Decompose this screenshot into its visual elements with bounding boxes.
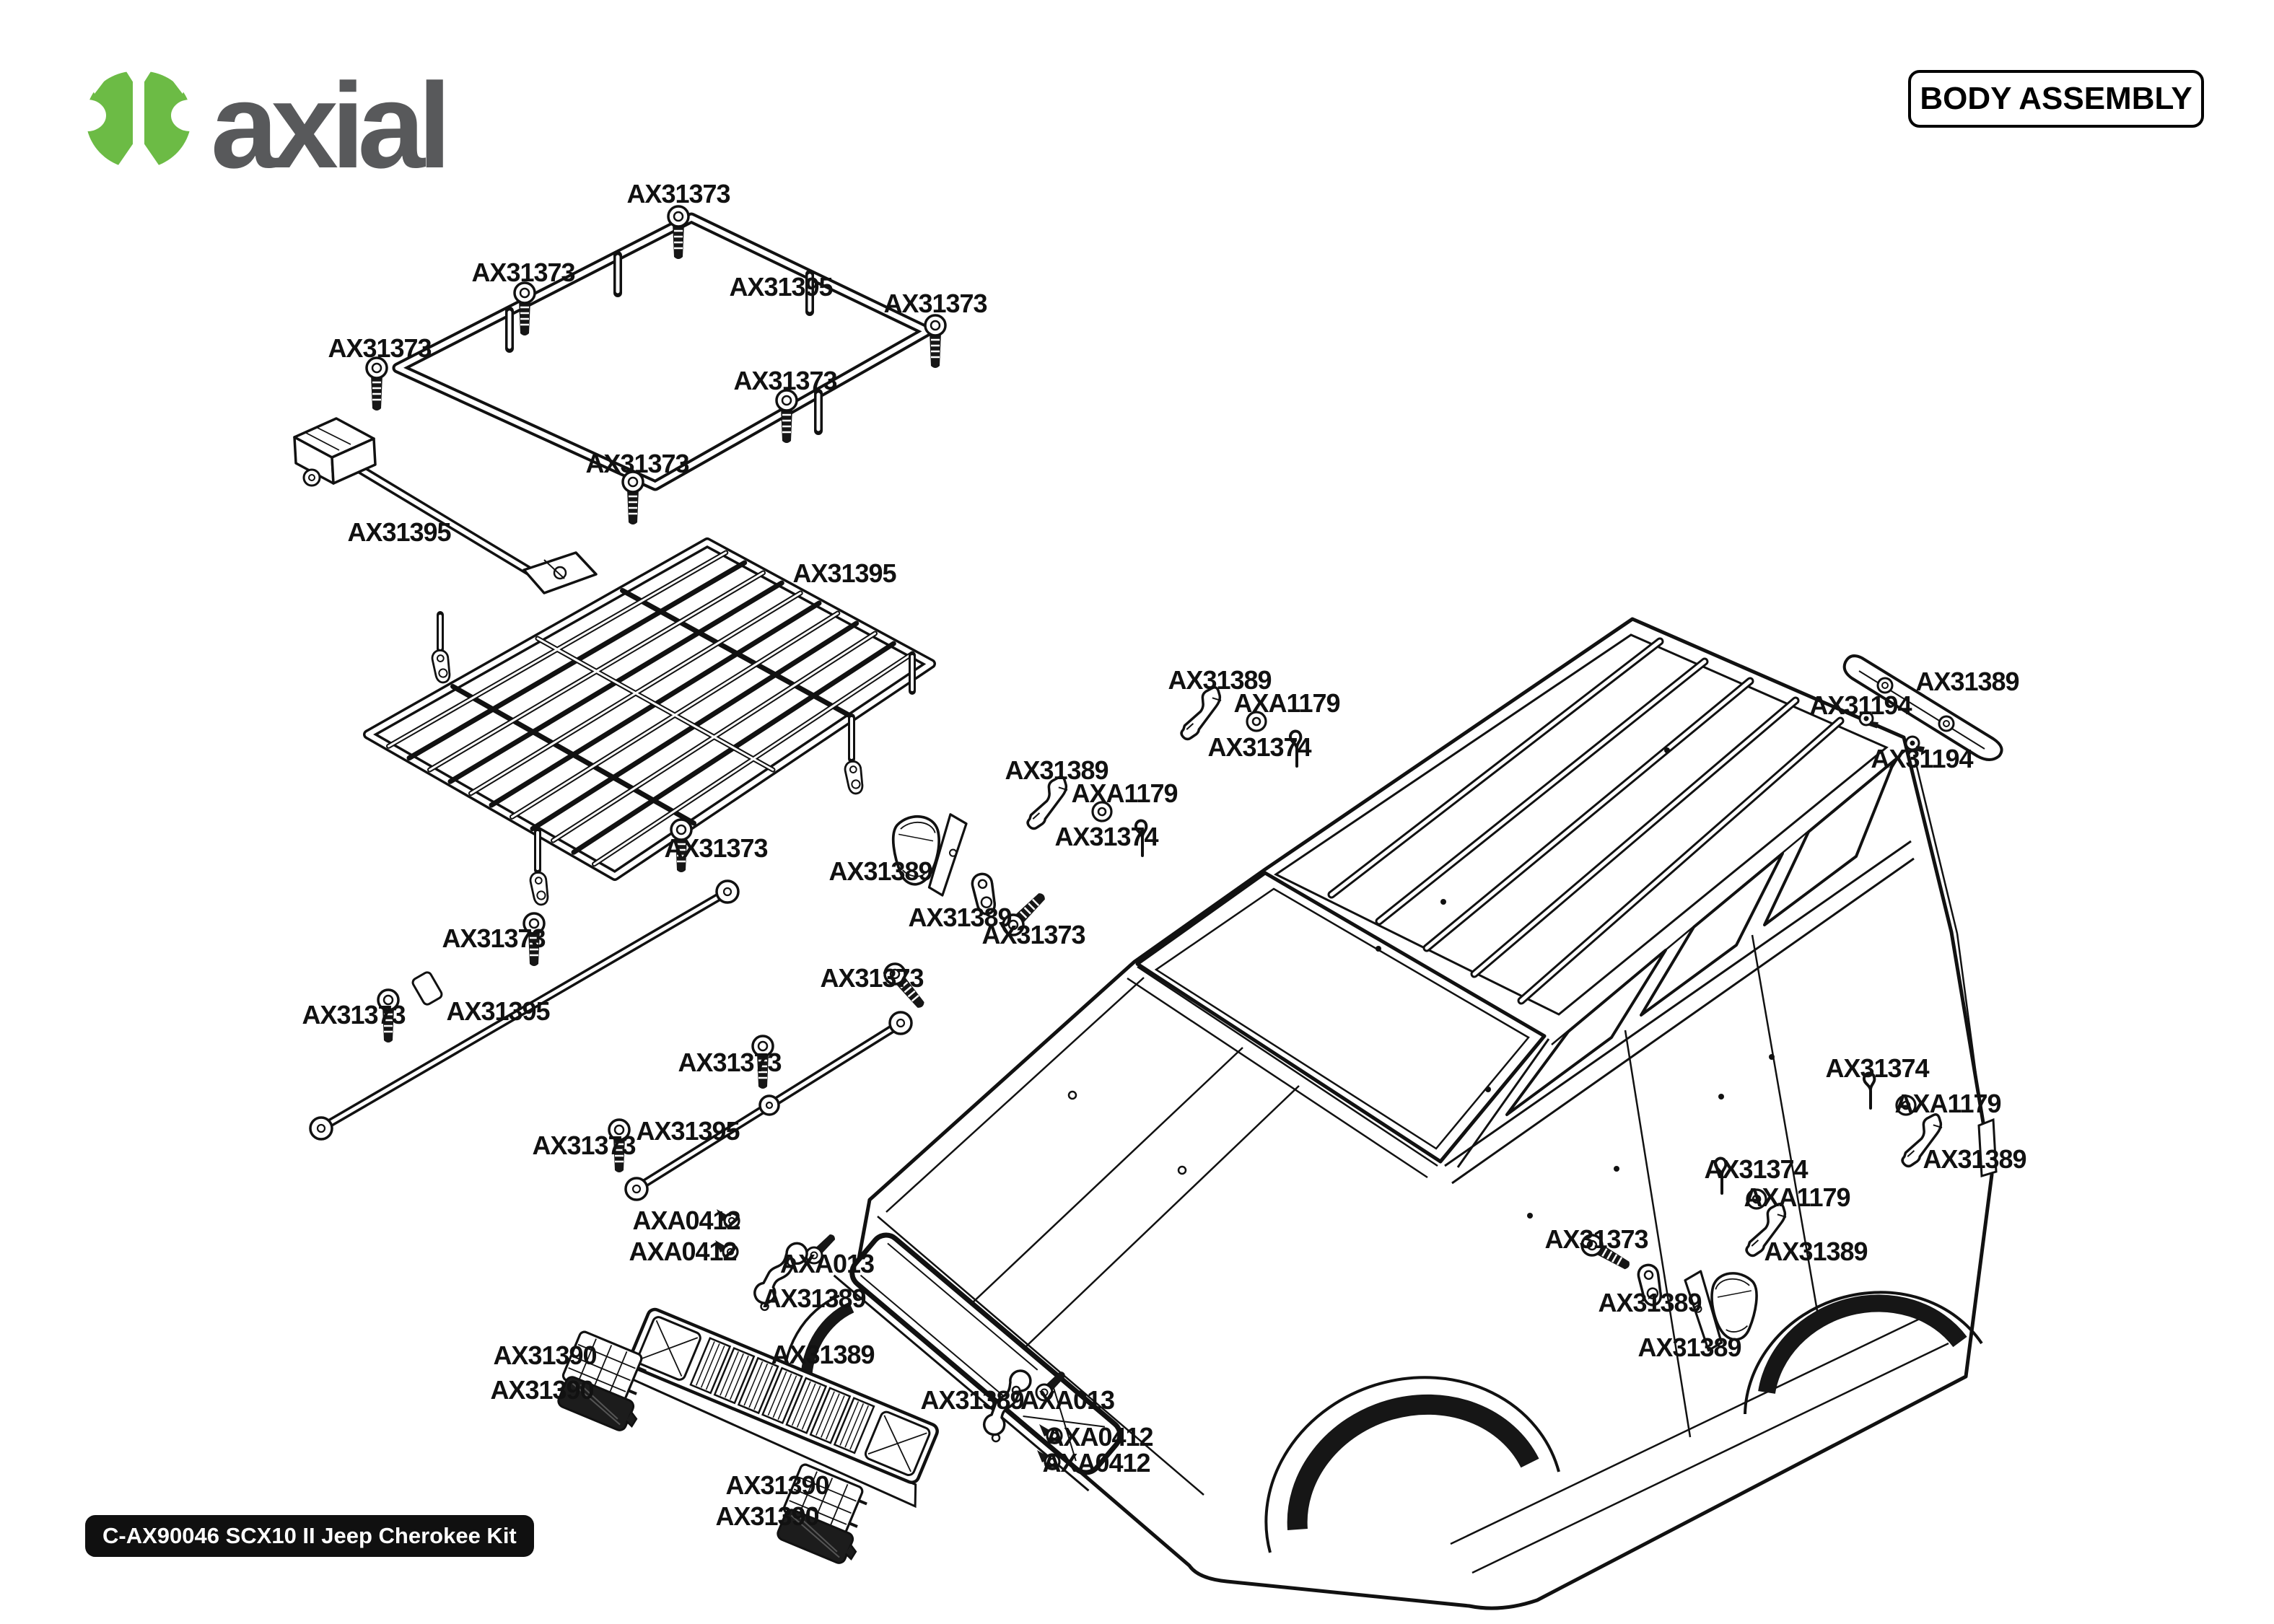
axial-logo-icon [84, 69, 193, 170]
part-label: AX31389 [1168, 665, 1272, 695]
part-label: AX31389 [828, 856, 932, 886]
part-label: AX31373 [626, 179, 730, 209]
part-label: AX31389 [908, 903, 1012, 932]
part-label: AX31395 [446, 996, 550, 1026]
part-label: AXA0412 [1045, 1422, 1153, 1452]
part-label: AX31389 [1598, 1288, 1702, 1317]
part-label: AX31395 [729, 272, 833, 302]
part-label: AX31389 [1637, 1333, 1741, 1362]
part-label: AX31374 [1825, 1053, 1929, 1083]
grille-assembly [625, 1307, 939, 1509]
part-label: AX31390 [493, 1340, 597, 1370]
part-label: AX31373 [302, 1000, 406, 1030]
part-label: AX31373 [328, 333, 432, 363]
part-label: AX31194 [1871, 744, 1973, 773]
windshield-trim-rail [309, 879, 740, 1141]
part-label: AX31390 [725, 1470, 829, 1500]
roof-rack-frame [392, 212, 933, 491]
part-label: AXA1179 [1894, 1089, 2001, 1118]
part-label: AXA1179 [1071, 778, 1178, 808]
part-label: AX31389 [1764, 1237, 1868, 1266]
part-label: AXA1179 [1744, 1182, 1850, 1212]
part-label: AXA1179 [1233, 688, 1340, 718]
part-label: AX31373 [664, 833, 768, 863]
part-label: AX31390 [715, 1501, 819, 1531]
hood-trim-rail [624, 1011, 913, 1201]
part-label: AX31395 [636, 1116, 740, 1146]
part-label: AX31373 [981, 920, 1085, 949]
part-label: AX31389 [762, 1283, 866, 1313]
part-label: AXA013 [779, 1249, 875, 1278]
part-label: AX31373 [532, 1131, 636, 1160]
part-label: AX31395 [347, 517, 451, 547]
part-label: AX31389 [771, 1340, 875, 1369]
part-label: AX31374 [1207, 732, 1311, 762]
part-label: AX31373 [883, 289, 987, 318]
part-label: AX31374 [1054, 822, 1158, 851]
part-label: AX31194 [1809, 690, 1912, 720]
rear-spoiler-trim [1842, 654, 2003, 761]
part-label: AXA0412 [629, 1237, 737, 1266]
part-label: AX31373 [1544, 1224, 1648, 1254]
rack-frame-pegs [505, 251, 823, 435]
logo-wordmark: axial [211, 58, 452, 193]
roof-rack-basket [363, 537, 936, 907]
part-label: AX31389 [1915, 667, 2019, 696]
part-label: AX31389 [1005, 755, 1108, 785]
part-label: AX31374 [1704, 1154, 1808, 1184]
kit-name-badge: C-AX90046 SCX10 II Jeep Cherokee Kit [85, 1515, 534, 1557]
part-label: AX31373 [678, 1048, 782, 1077]
part-label: AXA0412 [1042, 1448, 1150, 1478]
roof-ridges [1327, 637, 1845, 1005]
part-label: AX31389 [1923, 1144, 2026, 1174]
part-label: AX31373 [820, 963, 924, 993]
front-grille-opening [833, 1232, 1123, 1492]
part-label: AX31389 [920, 1385, 1024, 1415]
part-label: AXA013 [1020, 1385, 1115, 1415]
part-label: AX31395 [792, 558, 896, 588]
part-label: AX31373 [471, 258, 575, 287]
front-wheel-arch [1264, 1376, 1560, 1553]
part-label: AX31390 [490, 1375, 594, 1405]
part-label: AX31373 [585, 449, 689, 478]
rack-side-rail [293, 417, 598, 594]
assembly-title-badge: BODY ASSEMBLY [1908, 70, 2204, 128]
basket-feet [429, 611, 916, 907]
car-body [782, 617, 1998, 1610]
part-label: AX31373 [442, 923, 546, 953]
rear-wheel-arch [1744, 1291, 1983, 1415]
part-label: AXA0412 [632, 1206, 740, 1235]
part-label: AX31373 [733, 366, 837, 395]
